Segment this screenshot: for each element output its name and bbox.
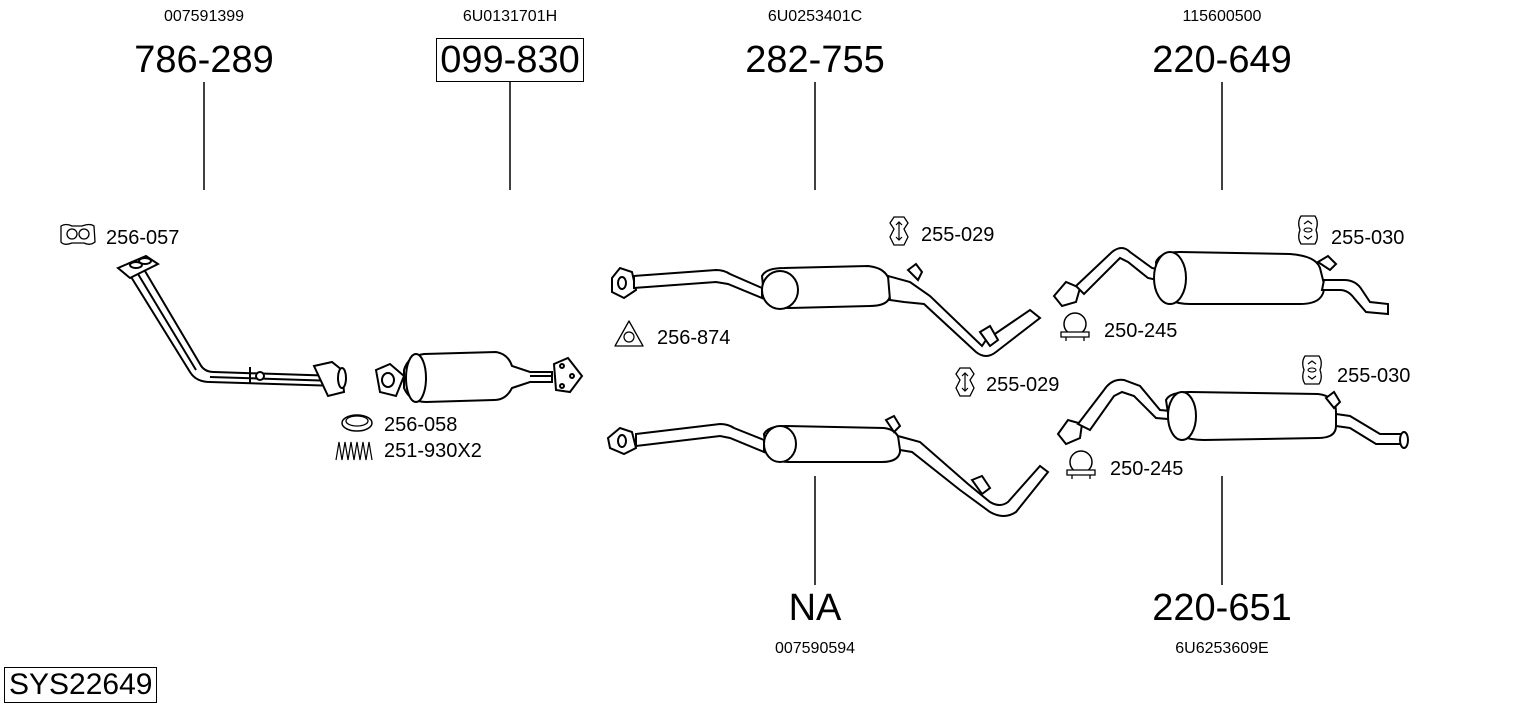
part-number[interactable]: 786-289 [134,39,274,81]
accessory-label[interactable]: 255-029 [921,224,995,246]
accessory-label[interactable]: 256-874 [657,327,731,349]
accessory-label[interactable]: 251-930X2 [384,440,482,462]
seal-ring-icon [341,414,373,432]
accessory-label[interactable]: 256-057 [106,227,180,249]
oem-number: 6U0131701H [462,8,558,25]
center-muffler-na-drawing[interactable] [606,414,1050,517]
part-number-link[interactable]: 099-830 [390,38,630,82]
part-number[interactable]: 220-651 [1152,587,1292,629]
accessory-label[interactable]: 250-245 [1110,458,1184,480]
rear-muffler-alt-drawing[interactable] [1056,378,1409,449]
accessory-label[interactable]: 255-029 [986,374,1060,396]
accessory-label[interactable]: 255-030 [1337,365,1411,387]
gasket-icon [60,223,96,245]
oem-number: 115600500 [1182,8,1262,25]
oem-number: 007591399 [163,8,245,25]
accessory-label[interactable]: 256-058 [384,414,458,436]
accessory-label[interactable]: 250-245 [1104,320,1178,342]
part-number-link[interactable]: 282-755 [695,40,935,80]
rubber-hanger-icon [889,216,909,246]
accessory-label[interactable]: 255-030 [1331,227,1405,249]
clamp-icon [1060,312,1090,341]
part-number-link[interactable]: 786-289 [84,40,324,80]
part-number-link[interactable]: 220-649 [1102,40,1342,80]
center-muffler-drawing[interactable] [611,262,1042,357]
part-number[interactable]: 282-755 [745,39,885,81]
oem-number: 6U0253401C [767,8,863,25]
part-number[interactable]: NA [788,587,842,629]
rear-muffler-drawing[interactable] [1052,247,1389,316]
part-number-highlighted[interactable]: 099-830 [436,38,584,82]
system-id-badge: SYS22649 [4,667,158,703]
front-pipe-drawing[interactable] [116,254,347,398]
oem-number: 6U6253609E [1175,640,1269,657]
catalytic-converter-drawing[interactable] [374,350,584,404]
part-number[interactable]: 220-649 [1152,39,1292,81]
rubber-hanger-icon [955,367,975,397]
rubber-mount-icon [1302,355,1322,385]
rubber-mount-icon [1298,215,1318,245]
oem-number: 007590594 [774,640,856,657]
part-number-link[interactable]: 220-651 [1102,588,1342,628]
spring-icon [335,441,373,461]
part-number-link[interactable]: NA [695,588,935,628]
triangle-gasket-icon [614,320,644,347]
clamp-icon [1066,450,1096,479]
